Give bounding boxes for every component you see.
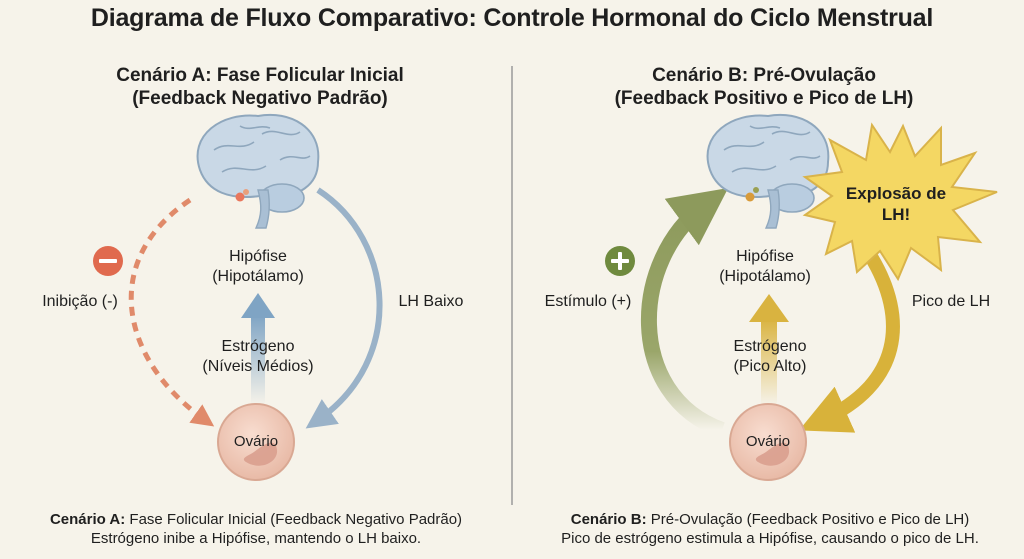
- ovary-label-a: Ovário: [233, 433, 279, 450]
- burst-text-line2: LH!: [881, 205, 911, 224]
- caption-b-line2: Pico de estrógeno estimula a Hipófise, c…: [561, 530, 979, 547]
- caption-a-bold: Cenário A:: [49, 511, 126, 528]
- main-title: Diagrama de Fluxo Comparativo: Controle …: [90, 4, 934, 32]
- stimulus-label: Estímulo (+): [544, 293, 632, 310]
- inhibition-label: Inibição (-): [42, 293, 118, 310]
- estrogen-level-a: (Níveis Médios): [202, 358, 314, 375]
- lh-burst-icon: [802, 122, 998, 282]
- brain-icon: [196, 113, 320, 229]
- inhibition-arrow: [128, 197, 215, 427]
- estrogen-arrow-b: [749, 294, 789, 406]
- pituitary-sub-b: (Hipotálamo): [719, 268, 811, 285]
- minus-badge: [93, 246, 123, 276]
- estrogen-label-a: Estrógeno (Níveis Médios): [183, 337, 333, 377]
- ovary-label-b: Ovário: [745, 433, 791, 450]
- burst-text: Explosão de LH!: [836, 183, 956, 225]
- scenario-b-diagram: [605, 113, 998, 481]
- estrogen-label-b: Estrógeno (Pico Alto): [700, 337, 840, 377]
- pituitary-name-a: Hipófise: [229, 248, 287, 265]
- scenario-b-caption: Cenário B: Pré-Ovulação (Feedback Positi…: [522, 510, 1018, 548]
- scenario-b-title: Cenário B: Pré-Ovulação (Feedback Positi…: [574, 64, 954, 110]
- lh-low-label: LH Baixo: [398, 293, 464, 310]
- lh-peak-label: Pico de LH: [911, 293, 991, 310]
- lh-low-arrow: [305, 187, 383, 429]
- estrogen-level-b: (Pico Alto): [733, 358, 807, 375]
- plus-badge: [605, 246, 635, 276]
- pituitary-label-a: Hipófise (Hipotálamo): [188, 247, 328, 287]
- caption-b-bold: Cenário B:: [570, 511, 647, 528]
- estrogen-name-a: Estrógeno: [221, 338, 295, 355]
- pituitary-sub-a: (Hipotálamo): [212, 268, 304, 285]
- caption-a-line1: Fase Folicular Inicial (Feedback Negativ…: [125, 511, 463, 528]
- pituitary-name-b: Hipófise: [736, 248, 794, 265]
- ovary-b: [729, 403, 807, 481]
- ovary-a: [217, 403, 295, 481]
- estrogen-name-b: Estrógeno: [733, 338, 807, 355]
- burst-text-line1: Explosão de: [845, 184, 947, 203]
- scenario-a-diagram: [93, 113, 383, 481]
- stimulus-arrow: [640, 187, 729, 438]
- scenario-a-caption: Cenário A: Fase Folicular Inicial (Feedb…: [10, 510, 502, 548]
- brain-icon-b: [706, 113, 830, 229]
- scenario-b-title-line2: (Feedback Positivo e Pico de LH): [614, 88, 914, 109]
- scenario-a-title: Cenário A: Fase Folicular Inicial (Feedb…: [70, 64, 450, 110]
- estrogen-arrow-a: [241, 293, 275, 405]
- scenario-a-title-line1: Cenário A: Fase Folicular Inicial: [116, 65, 404, 86]
- pituitary-label-b: Hipófise (Hipotálamo): [695, 247, 835, 287]
- scenario-a-title-line2: (Feedback Negativo Padrão): [132, 88, 388, 109]
- caption-b-line1: Pré-Ovulação (Feedback Positivo e Pico d…: [646, 511, 970, 528]
- lh-peak-arrow: [799, 251, 900, 433]
- scenario-b-title-line1: Cenário B: Pré-Ovulação: [652, 65, 876, 86]
- caption-a-line2: Estrógeno inibe a Hipófise, mantendo o L…: [90, 530, 422, 547]
